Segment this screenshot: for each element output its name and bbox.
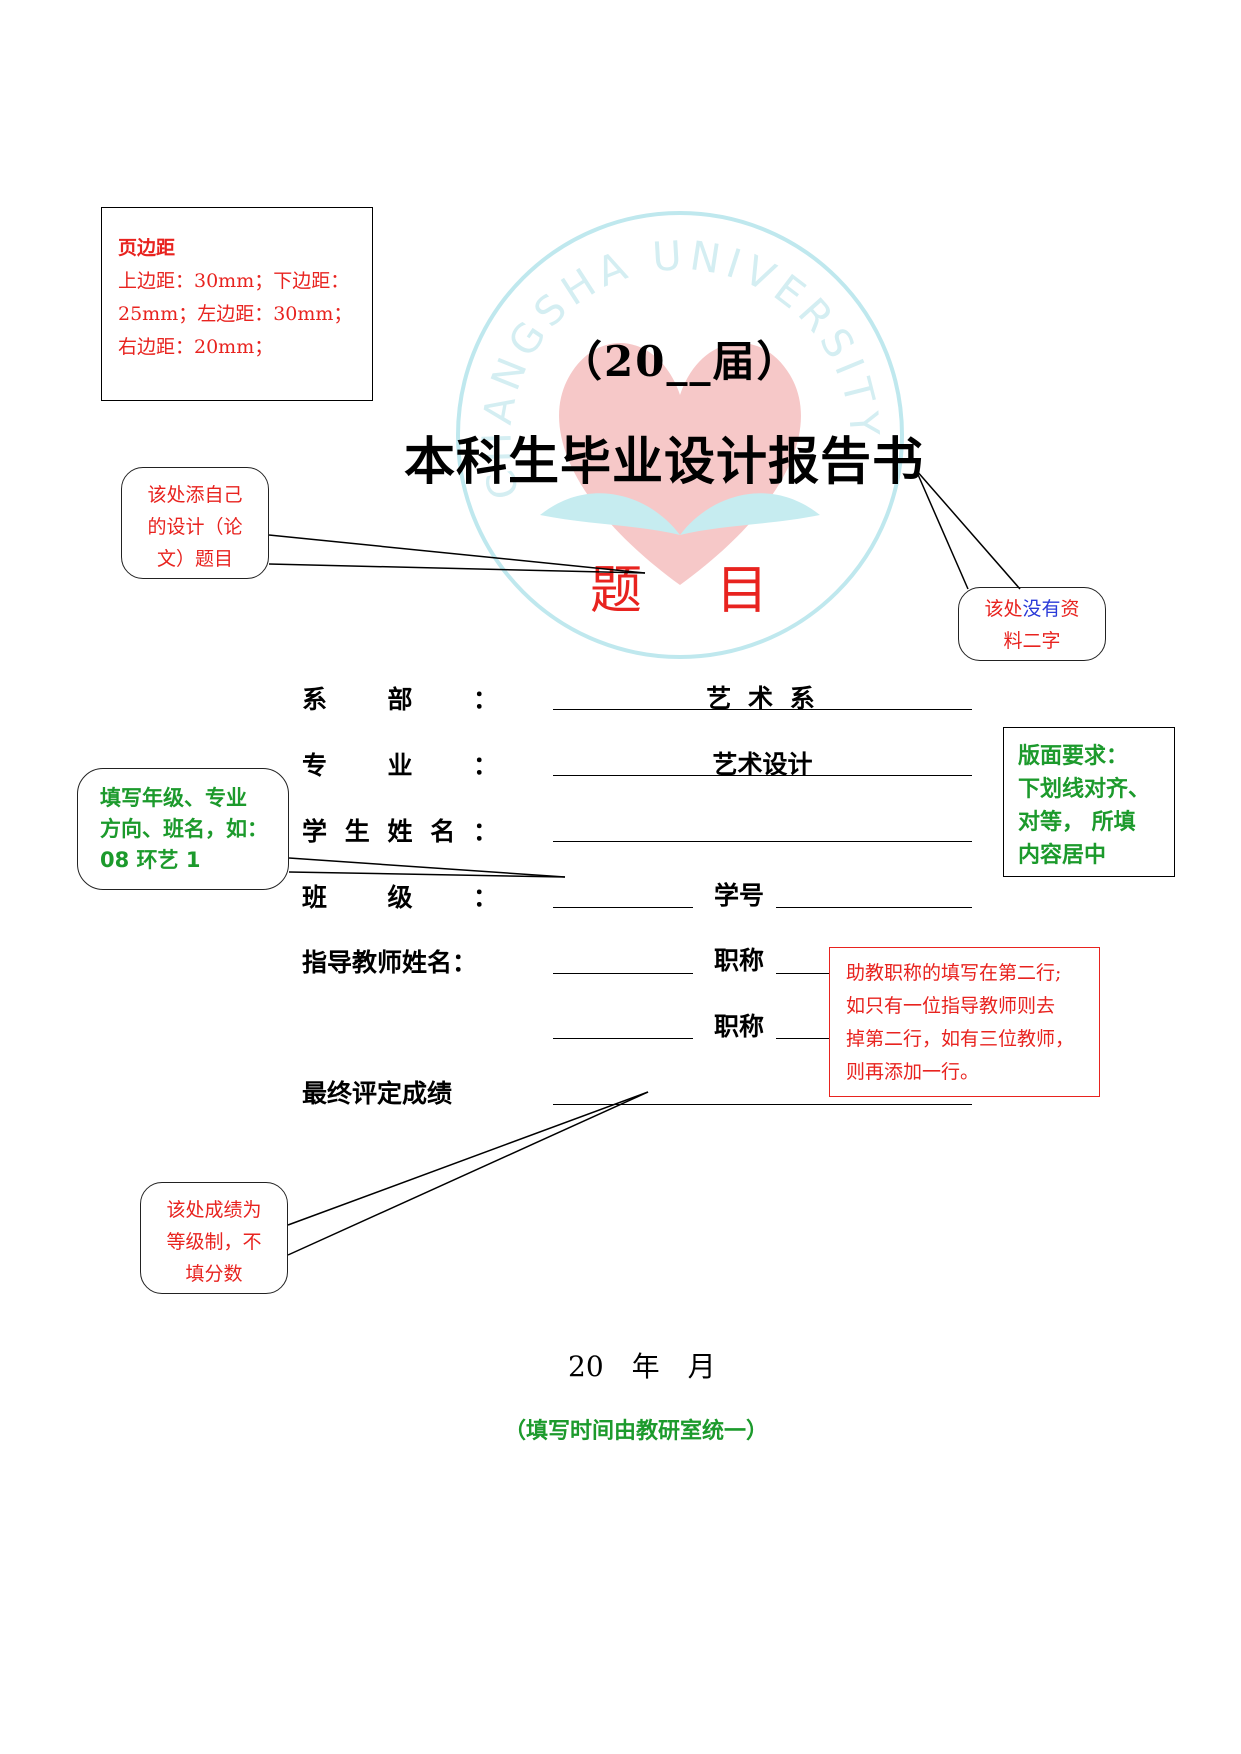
student-name-label: 学生姓名： (302, 817, 498, 846)
callout-line: 该处成绩为 (166, 1199, 262, 1221)
note-line: 如只有一位指导教师则去 (846, 995, 1056, 1017)
major-underline (553, 775, 972, 776)
note-line: 掉第二行，如有三位教师， (846, 1028, 1075, 1050)
callout-text: 该处 (984, 598, 1023, 620)
year-suffix: 届） (712, 337, 801, 386)
student-id-underline[interactable] (776, 907, 972, 908)
date-note: （填写时间由教研室统一） (504, 1419, 769, 1444)
advisor-label: 指导教师姓名： (302, 948, 478, 977)
student-name-underline[interactable] (553, 841, 972, 842)
callout-line: 该处添自己 (147, 484, 243, 506)
requirement-line: 下划线对齐、 (1018, 777, 1151, 802)
year-blank[interactable]: __ (666, 337, 713, 386)
callout-no-data-note: 该处没有资 料二字 (958, 587, 1106, 661)
note-line: 助教职称的填写在第二行; (846, 962, 1062, 984)
requirement-line: 版面要求： (1018, 744, 1129, 769)
class-underline[interactable] (553, 907, 693, 908)
advisor-underline-1[interactable] (553, 973, 693, 974)
report-date[interactable]: 20 年 月 (568, 1350, 716, 1383)
note-line: 则再添加一行。 (846, 1061, 980, 1083)
final-grade-underline[interactable] (553, 1104, 972, 1105)
callout-text: 资 (1060, 598, 1080, 620)
callout-line: 的设计（论 (147, 516, 243, 538)
year-prefix: （20 (560, 337, 667, 386)
department-label: 系部： (302, 685, 498, 714)
margin-note-line: 右边距：20mm； (118, 336, 274, 358)
requirement-line: 内容居中 (1018, 843, 1107, 868)
major-label: 专业： (302, 751, 498, 780)
class-label: 班级： (302, 883, 498, 912)
margin-note-title: 页边距 (118, 237, 176, 259)
margin-note-line: 25mm；左边距：30mm； (118, 303, 353, 325)
student-id-label: 学号 (714, 881, 765, 910)
pointer-line (288, 871, 566, 878)
callout-line: 等级制，不 (166, 1231, 262, 1253)
university-seal-watermark: CHANGSHA UNIVERSITY (456, 211, 904, 659)
department-value[interactable]: 艺 术 系 (706, 684, 819, 713)
margin-note-box: 页边距 上边距：30mm；下边距： 25mm；左边距：30mm； 右边距：20m… (101, 207, 373, 401)
pointer-line (915, 469, 1021, 590)
major-value[interactable]: 艺术设计 (712, 750, 813, 779)
callout-line: 文）题目 (156, 548, 233, 570)
advisor-underline-2[interactable] (553, 1038, 693, 1039)
pointer-line (287, 1091, 649, 1256)
callout-grade-note: 该处成绩为 等级制，不 填分数 (140, 1182, 288, 1294)
callout-line: 填分数 (185, 1263, 243, 1285)
advisor-title-label-2: 职称 (714, 1012, 765, 1041)
advisor-title-underline-2[interactable] (776, 1038, 829, 1039)
assistant-title-note-box: 助教职称的填写在第二行; 如只有一位指导教师则去 掉第二行，如有三位教师， 则再… (829, 947, 1100, 1097)
margin-note-line: 上边距：30mm；下边距： (118, 270, 350, 292)
seal-leaf-right (680, 493, 820, 535)
pointer-line (287, 1091, 649, 1226)
callout-line: 料二字 (1003, 630, 1061, 652)
department-underline (553, 709, 972, 710)
topic-heading[interactable]: 题目 (590, 561, 843, 621)
advisor-title-label-1: 职称 (714, 946, 765, 975)
advisor-title-underline-1[interactable] (776, 973, 829, 974)
callout-line: 方向、班名，如： (100, 817, 268, 841)
document-title: 本科生毕业设计报告书 (404, 433, 925, 492)
requirement-line: 对等， 所填 (1018, 810, 1136, 835)
callout-emphasis: 没有 (1022, 598, 1061, 620)
callout-title-note: 该处添自己 的设计（论 文）题目 (121, 467, 269, 579)
pointer-line (288, 857, 566, 878)
graduation-year: （20__届） (560, 328, 800, 389)
layout-requirement-box: 版面要求： 下划线对齐、 对等， 所填 内容居中 (1003, 727, 1175, 877)
callout-class-note: 填写年级、专业 方向、班名，如： 08 环艺 1 (77, 768, 289, 890)
callout-line: 填写年级、专业 (100, 786, 247, 810)
callout-line: 该处没有资 (959, 593, 1105, 625)
final-grade-label: 最终评定成绩 (302, 1079, 453, 1108)
seal-leaf-left (540, 493, 680, 535)
callout-line: 08 环艺 1 (100, 848, 201, 872)
